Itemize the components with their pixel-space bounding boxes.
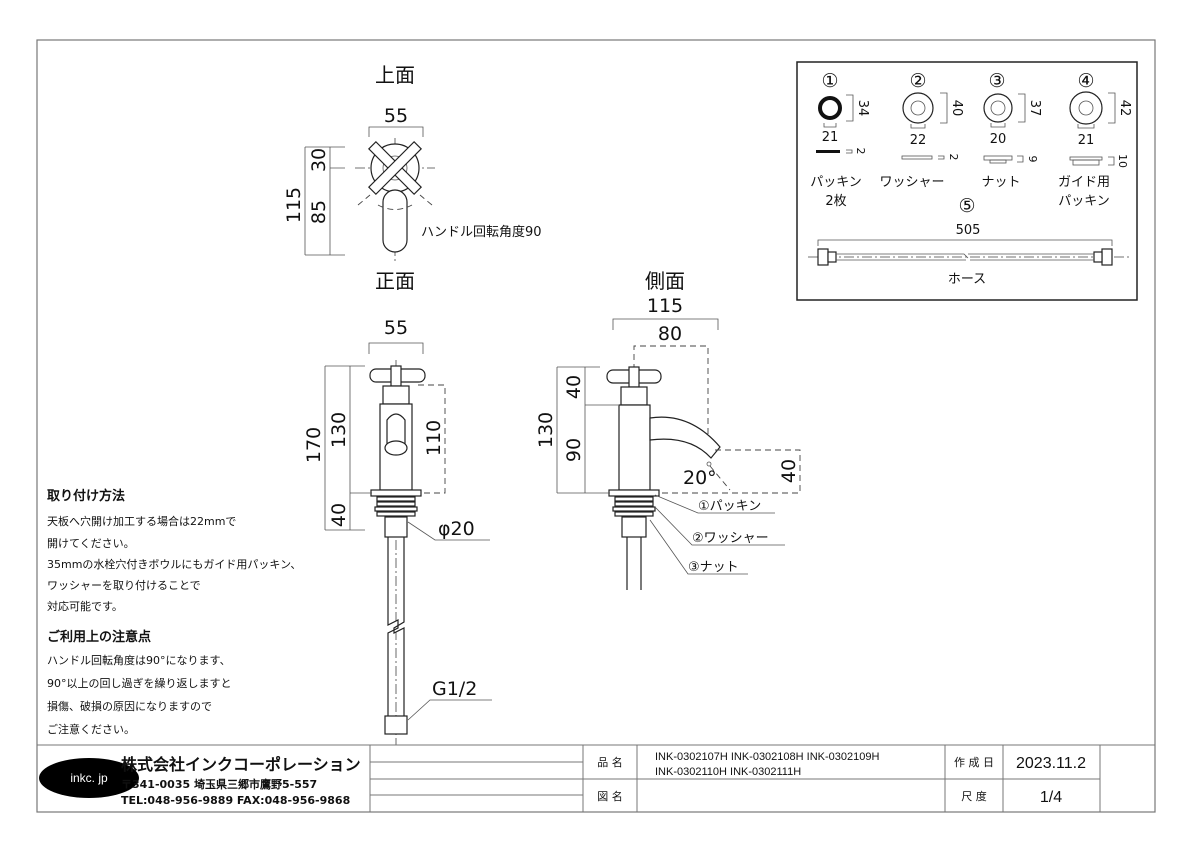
company-logo: [39, 758, 139, 798]
hose-icon: [836, 253, 1094, 261]
nut: [621, 516, 647, 538]
label-nut: ③ナット: [688, 560, 739, 575]
side-view: 側面 115 80 130 40 90 40 20° ①パッキン ②ワッシャー …: [535, 269, 801, 590]
side-outlet-height: 40: [778, 459, 800, 483]
top-depth-a: 30: [308, 148, 330, 172]
part-4-outer: 42: [1117, 100, 1132, 117]
part-3-number: ③: [988, 70, 1005, 92]
part-4-name2: パッキン: [1058, 194, 1110, 209]
caution-line: ご注意ください。: [47, 722, 135, 736]
hose-length: 505: [956, 223, 981, 238]
base-plate: [608, 489, 660, 497]
packing-icon: [818, 96, 842, 120]
hose-name: ホース: [948, 272, 986, 287]
install-line: 対応可能です。: [47, 599, 123, 613]
part-1-number: ①: [821, 70, 838, 92]
part-2-name: ワッシャー: [879, 175, 944, 190]
spout: [649, 416, 721, 459]
front-width-dim: 55: [384, 317, 408, 339]
product-line-2: INK-0302110H INK-0302111H: [655, 766, 801, 778]
part-2-inner: 22: [910, 133, 927, 148]
title-block: inkc. jp 株式会社インクコーポレーション 〒341-0035 埼玉県三郷…: [37, 744, 1155, 812]
side-total-depth: 115: [647, 295, 683, 317]
side-spout-reach: 80: [658, 323, 682, 345]
part-4-thick: 10: [1116, 154, 1129, 168]
parts-box: ① 34 21 2 パッキン 2枚 ② 40 22 2 ワッシャー ③ 37 2…: [796, 61, 1138, 301]
product-label: 品 名: [597, 755, 623, 769]
nut: [384, 516, 408, 538]
side-body-height: 90: [563, 438, 585, 462]
part-2-number: ②: [909, 70, 926, 92]
side-handle-height: 40: [563, 375, 585, 399]
part-5-number: ⑤: [958, 195, 975, 217]
product-line-1: INK-0302107H INK-0302108H INK-0302109H: [655, 751, 879, 763]
outlet-angle: 20°: [683, 467, 717, 489]
thread-diameter: φ20: [438, 518, 475, 540]
company-contact: TEL:048-956-9889 FAX:048-956-9868: [121, 794, 350, 807]
part-3-thick: 9: [1026, 156, 1039, 163]
hose-fitting: [384, 715, 408, 735]
side-view-title: 側面: [645, 269, 685, 293]
scale-label: 尺 度: [961, 789, 987, 803]
date-label: 作 成 日: [954, 756, 994, 769]
notes: 取り付け方法 天板へ穴開け加工する場合は22mmで 開けてください。 35mmの…: [47, 488, 301, 736]
side-total-height: 130: [535, 412, 557, 448]
front-spout-height: 110: [423, 420, 445, 456]
thread: [374, 496, 418, 517]
part-2-outer: 40: [949, 100, 964, 117]
part-1-outer: 34: [855, 100, 870, 117]
install-line: 天板へ穴開け加工する場合は22mmで: [47, 514, 236, 528]
part-1-thick: 2: [854, 148, 867, 155]
front-body-height: 130: [328, 412, 350, 448]
faucet-body: [618, 404, 651, 491]
part-3-name: ナット: [981, 175, 1020, 190]
creation-date: 2023.11.2: [1016, 755, 1086, 772]
lever-body: [382, 189, 408, 253]
company-address: 〒341-0035 埼玉県三郷市鷹野5-557: [121, 777, 317, 791]
install-title: 取り付け方法: [47, 488, 125, 504]
install-line: ワッシャーを取り付けることで: [47, 579, 201, 592]
cross-handle: [367, 140, 423, 196]
front-base-height: 40: [328, 503, 350, 527]
install-line: 開けてください。: [47, 537, 135, 550]
top-depth-b: 85: [308, 200, 330, 224]
company-name: 株式会社インクコーポレーション: [121, 755, 361, 774]
hose: [387, 537, 405, 718]
part-1-name: パッキン: [810, 175, 862, 190]
sheet-border: [36, 39, 1156, 813]
part-3-inner: 20: [990, 132, 1007, 147]
caution-line: 損傷、破損の原因になりますので: [47, 699, 212, 713]
logo-text: inkc. jp: [70, 771, 108, 785]
part-4-inner: 21: [1078, 133, 1095, 148]
part-1-qty: 2枚: [825, 194, 846, 209]
part-1-inner: 21: [822, 130, 839, 145]
caution-line: ハンドル回転角度は90°になります、: [47, 653, 231, 667]
rotation-note: ハンドル回転角度90: [421, 224, 542, 240]
part-4-name: ガイド用: [1058, 175, 1110, 190]
front-total-height: 170: [303, 427, 325, 463]
label-packing: ①パッキン: [698, 499, 761, 514]
label-washer: ②ワッシャー: [692, 531, 769, 546]
nut-icon: [983, 93, 1013, 123]
part-4-number: ④: [1077, 70, 1094, 92]
front-view: 正面 55 170 130 40 110 φ20 G1/2: [303, 269, 492, 745]
top-depth-total: 115: [283, 187, 305, 223]
top-view: 上面 55 115 30 85 ハンドル回転角度90: [283, 63, 542, 262]
caution-line: 90°以上の回し過ぎを繰り返しますと: [47, 676, 232, 690]
caution-title: ご利用上の注意点: [47, 629, 151, 645]
drawing-label: 図 名: [597, 789, 623, 803]
front-view-title: 正面: [375, 269, 415, 293]
washer-icon: [902, 92, 934, 124]
top-width-dim: 55: [384, 105, 408, 127]
top-view-title: 上面: [375, 63, 415, 87]
part-2-thick: 2: [947, 154, 960, 161]
guide-packing-icon: [1069, 91, 1103, 125]
scale-value: 1/4: [1040, 789, 1062, 806]
part-3-outer: 37: [1027, 100, 1042, 117]
dim-bracket: [368, 126, 424, 137]
hose-thread: G1/2: [432, 678, 477, 700]
install-line: 35mmの水栓穴付きボウルにもガイド用パッキン、: [47, 557, 301, 571]
base-plate: [370, 489, 422, 497]
